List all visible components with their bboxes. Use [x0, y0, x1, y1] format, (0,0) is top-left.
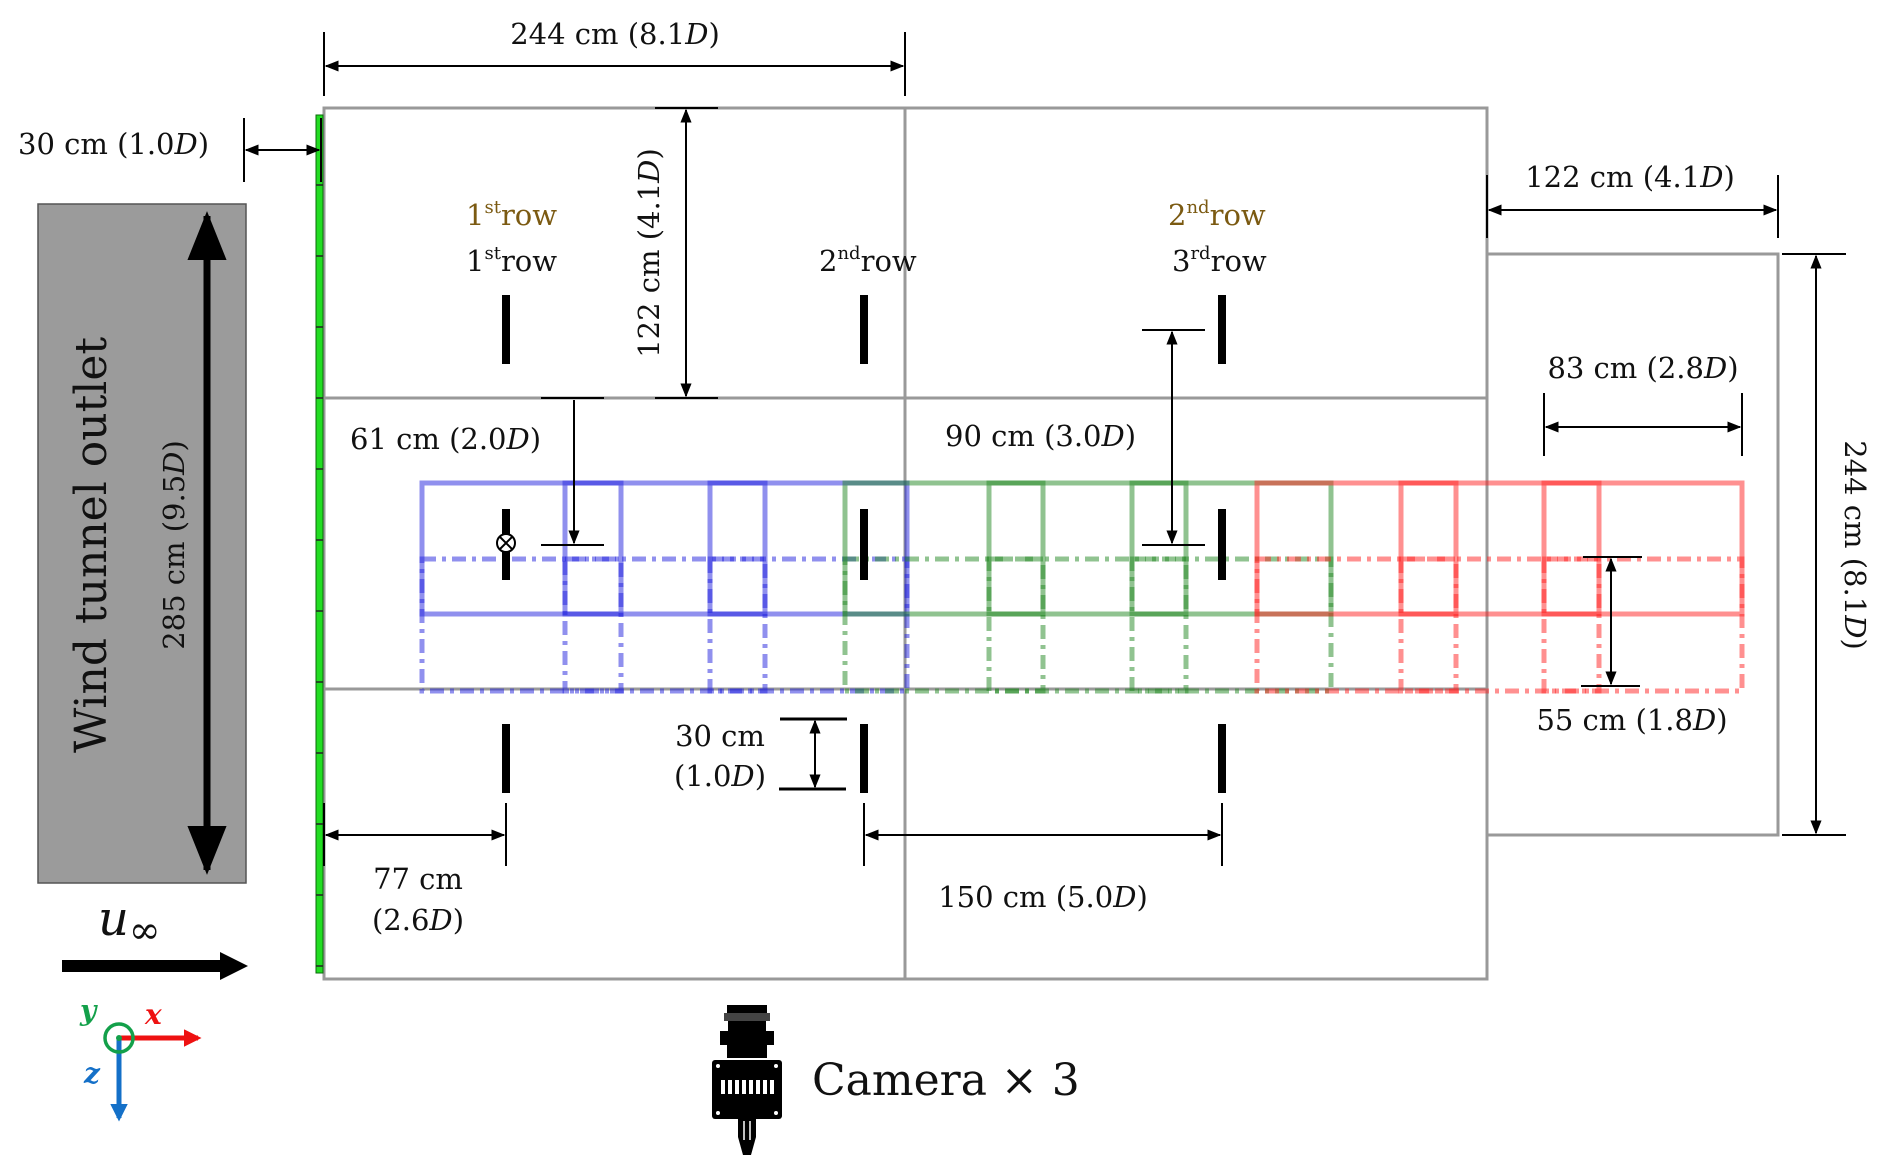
svg-text:30 cm (1.0D): 30 cm (1.0D) — [18, 127, 209, 161]
svg-text:55 cm (1.8D): 55 cm (1.8D) — [1536, 703, 1727, 737]
camera-icon — [712, 1005, 782, 1155]
dimension-rotor-diameter: 30 cm (1.0D) — [674, 717, 847, 793]
dimension-right-ext-width: 122 cm (4.1D) — [1486, 160, 1779, 238]
dimension-first-row-x: 77 cm (2.6D) — [323, 803, 507, 937]
coordinate-axes: x y z — [79, 994, 202, 1122]
axis-z-label: z — [83, 1057, 101, 1090]
svg-text:122 cm (4.1D): 122 cm (4.1D) — [632, 148, 666, 358]
svg-text:244 cm (8.1D): 244 cm (8.1D) — [1838, 440, 1872, 650]
turbines — [496, 295, 1226, 793]
dimension-fov-height: 55 cm (1.8D) — [1536, 556, 1728, 737]
svg-text:(2.6D): (2.6D) — [372, 903, 464, 937]
dimension-top-width: 244 cm (8.1D) — [323, 17, 906, 96]
freestream-indicator: u∞ — [62, 891, 248, 980]
dimension-lateral-spacing: 61 cm (2.0D) — [350, 397, 604, 546]
row-labels: 1strow 2ndrow 1strow 2ndrow 3rdrow — [466, 197, 1267, 278]
fov-camera-2 — [842, 480, 1334, 694]
svg-text:90 cm (3.0D): 90 cm (3.0D) — [945, 419, 1136, 453]
dimension-right-height: 244 cm (8.1D) — [1782, 253, 1872, 836]
fov-camera-3 — [1254, 480, 1745, 694]
wind-tunnel-label: Wind tunnel outlet — [66, 337, 117, 753]
camera-label: Camera × 3 — [812, 1055, 1080, 1106]
flow-symbol: u∞ — [98, 891, 161, 952]
wind-tunnel-outlet: Wind tunnel outlet 285 cm (9.5D) — [37, 203, 247, 884]
svg-text:150 cm (5.0D): 150 cm (5.0D) — [938, 880, 1148, 914]
fov-row-label-1: 1strow — [466, 197, 557, 232]
svg-text:(1.0D): (1.0D) — [674, 759, 766, 793]
turbine-row-label-2: 2ndrow — [819, 243, 917, 278]
turbine-row-label-3: 3rdrow — [1172, 243, 1267, 278]
measurement-point-icon — [496, 533, 516, 553]
svg-text:77 cm: 77 cm — [373, 862, 463, 896]
dimension-top-height: 122 cm (4.1D) — [632, 107, 718, 399]
dimension-inlet-gap: 30 cm (1.0D) — [18, 118, 322, 182]
dimension-fov-width: 83 cm (2.8D) — [1543, 351, 1743, 456]
roughness-strip — [315, 114, 324, 974]
axis-y-label: y — [79, 994, 98, 1027]
fov-camera-1 — [419, 480, 910, 694]
fov-row-label-2: 2ndrow — [1168, 197, 1266, 232]
dimension-streamwise-spacing: 150 cm (5.0D) — [863, 803, 1223, 914]
svg-text:30 cm: 30 cm — [675, 719, 765, 753]
svg-text:61 cm (2.0D): 61 cm (2.0D) — [350, 422, 541, 456]
svg-text:83 cm (2.8D): 83 cm (2.8D) — [1547, 351, 1738, 385]
svg-text:244 cm (8.1D): 244 cm (8.1D) — [510, 17, 720, 51]
axis-x-label: x — [144, 998, 162, 1031]
dimension-fov-offset: 90 cm (3.0D) — [945, 329, 1205, 546]
test-section-grid — [322, 106, 1780, 981]
outlet-height-label: 285 cm (9.5D) — [157, 440, 191, 650]
turbine-row-label-1: 1strow — [466, 243, 557, 278]
svg-text:122 cm (4.1D): 122 cm (4.1D) — [1525, 160, 1735, 194]
